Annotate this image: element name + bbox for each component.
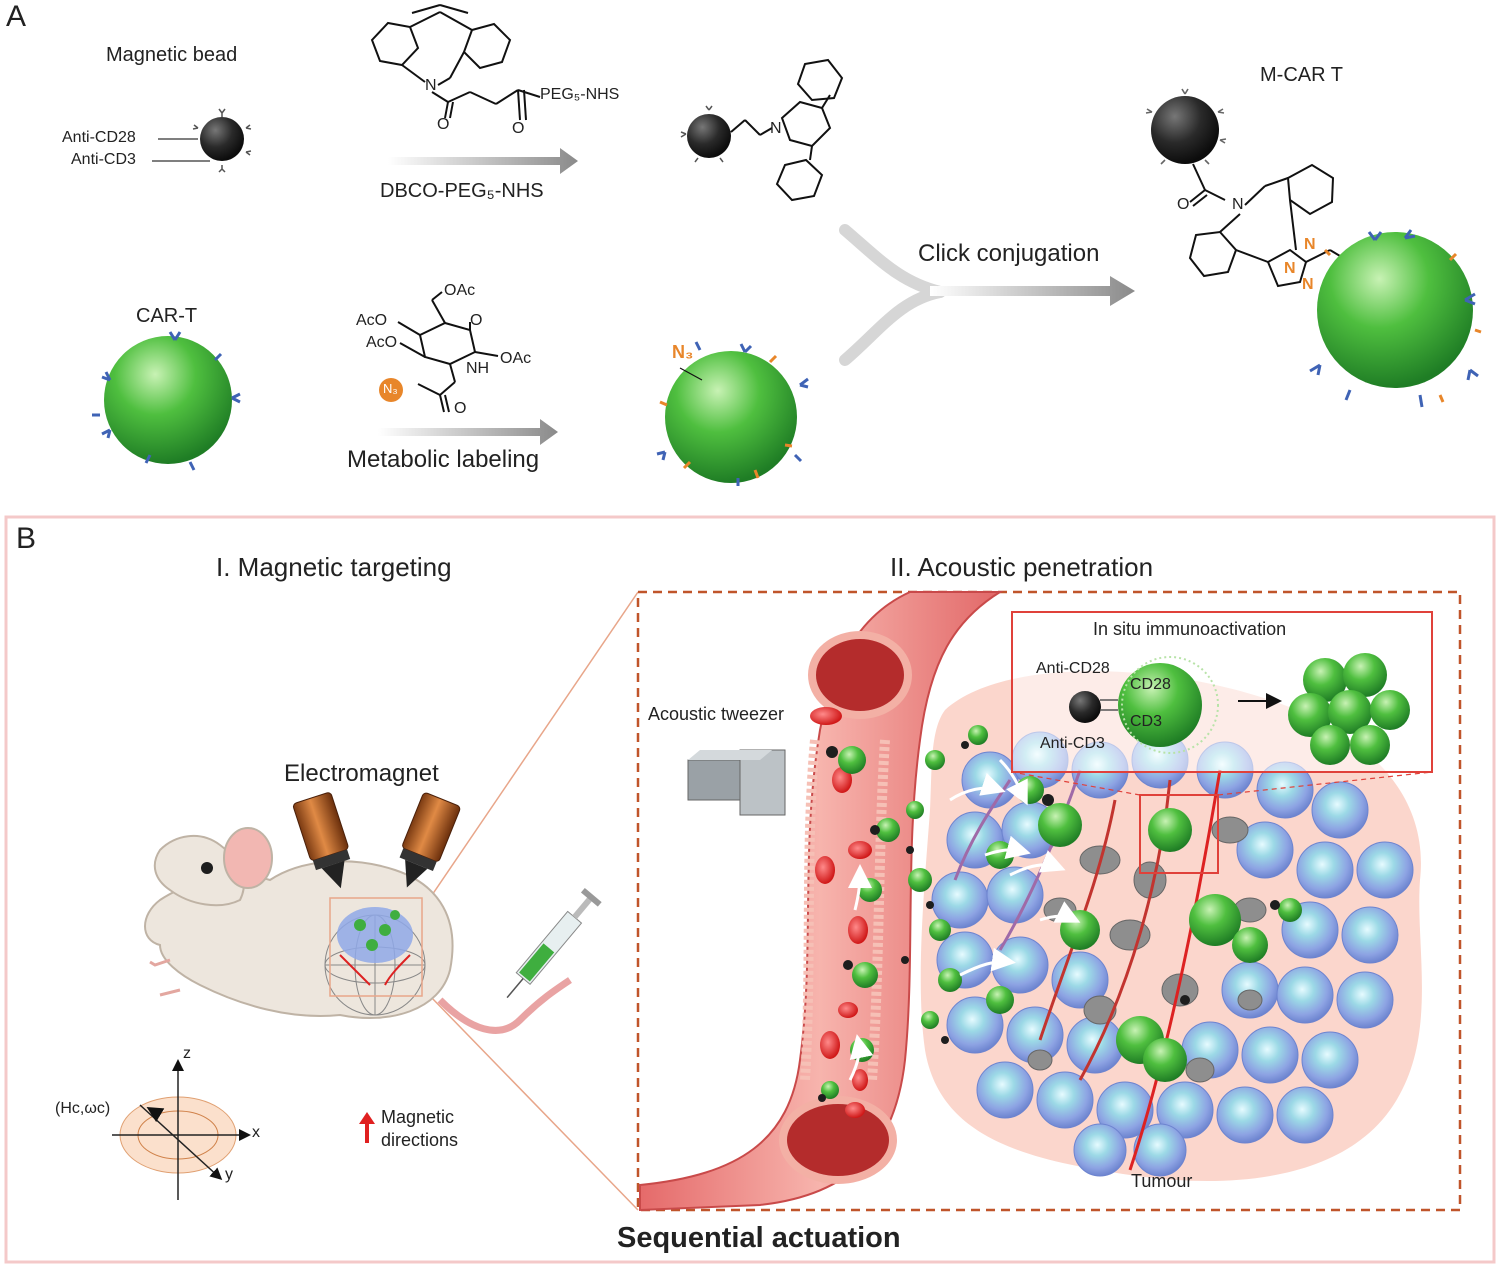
click-merge-arrow xyxy=(839,224,1135,366)
dbco-o-atom-1: O xyxy=(437,116,450,133)
acoustic-penetration-title: II. Acoustic penetration xyxy=(890,552,1154,582)
ac4mannaz-structure-icon xyxy=(397,291,499,413)
bead-dbco-product-icon xyxy=(680,58,844,202)
zoom-line-top xyxy=(429,591,639,899)
inset-cd3-label: CD3 xyxy=(1130,713,1163,730)
sugar-o-amide: O xyxy=(454,400,467,417)
syringe-icon xyxy=(506,887,602,999)
azide-car-t-icon xyxy=(656,341,809,486)
sequential-actuation-title: Sequential actuation xyxy=(617,1222,901,1254)
dbco-n-atom: N xyxy=(425,77,437,94)
dbco-o-atom-2: O xyxy=(512,120,525,137)
panel-b-frame xyxy=(4,515,1496,1264)
zoom-line-bottom xyxy=(429,995,639,1211)
activated-cell-cluster xyxy=(1288,653,1410,765)
reaction-arrow-1 xyxy=(388,148,578,174)
peg-label: PEG₅-NHS xyxy=(540,86,620,103)
metabolic-labeling-label: Metabolic labeling xyxy=(347,446,540,473)
axis-x-label: x xyxy=(252,1124,260,1141)
mouse-illustration xyxy=(144,827,572,1034)
azide-sugar-icon xyxy=(379,378,403,402)
inset-anti-cd3-label: Anti-CD3 xyxy=(1040,735,1105,752)
m-car-t-product-icon xyxy=(1145,88,1482,408)
m-car-t-n-atom: N xyxy=(1232,196,1244,213)
magnetic-direction-arrow-icon xyxy=(359,1112,375,1143)
mouse-zoom-box xyxy=(329,897,423,997)
electromagnet-right-icon xyxy=(399,792,461,888)
triazole-n1: N xyxy=(1284,260,1296,277)
sugar-oac-2: OAc xyxy=(500,350,532,367)
zoom-region-box xyxy=(636,590,1462,1212)
tumour-mass-cluster xyxy=(337,907,413,986)
magnetic-directions-line2: directions xyxy=(381,1130,459,1150)
bead-n-atom: N xyxy=(770,120,782,137)
dbco-structure-icon xyxy=(370,4,541,121)
magnetic-bead-label: Magnetic bead xyxy=(106,44,238,66)
migration-arrows xyxy=(847,758,1081,1081)
triazole-n3: N xyxy=(1304,236,1316,253)
panel-b-letter: B xyxy=(16,522,37,555)
coordinate-axes xyxy=(112,1059,251,1200)
m-car-t-cells xyxy=(818,725,1302,1102)
azide-n3-label: N₃ xyxy=(672,342,694,362)
tumour-label: Tumour xyxy=(1131,1171,1193,1191)
blood-vessel xyxy=(639,591,1004,1212)
anti-cd3-label: Anti-CD3 xyxy=(71,151,136,168)
inset-anti-cd28-label: Anti-CD28 xyxy=(1036,660,1110,677)
electromagnet-label: Electromagnet xyxy=(284,760,439,787)
field-parameter-label: (Hc,ωc) xyxy=(55,1100,111,1117)
dbco-reagent-label: DBCO-PEG₅-NHS xyxy=(380,180,544,202)
inset-bead-and-cell xyxy=(1069,656,1219,754)
axis-z-label: z xyxy=(183,1045,191,1062)
inset-connector-left xyxy=(1011,771,1141,796)
triazole-n2: N xyxy=(1302,276,1314,293)
car-t-cell-icon xyxy=(92,331,241,471)
acoustic-tweezer-device xyxy=(687,749,786,816)
sugar-n3-badge: N₃ xyxy=(383,381,398,396)
axis-y-label: y xyxy=(225,1166,233,1183)
m-car-t-label: M-CAR T xyxy=(1260,64,1343,86)
reaction-arrow-2 xyxy=(378,419,558,445)
sugar-nh: NH xyxy=(466,360,490,377)
in-situ-immunoactivation-label: In situ immunoactivation xyxy=(1093,619,1287,639)
red-blood-cells xyxy=(810,707,872,1118)
magnetic-targeting-title: I. Magnetic targeting xyxy=(216,552,452,582)
electromagnet-left-icon xyxy=(292,792,351,889)
m-car-t-o-atom: O xyxy=(1177,196,1190,213)
magnetic-bead-icon xyxy=(192,108,252,173)
car-t-label: CAR-T xyxy=(136,305,198,327)
panel-a-letter: A xyxy=(6,0,27,33)
acoustic-tweezer-label: Acoustic tweezer xyxy=(648,704,785,724)
sugar-aco-2: AcO xyxy=(366,334,398,351)
magnetic-directions-line1: Magnetic xyxy=(381,1107,455,1127)
inset-source-box xyxy=(1139,794,1219,874)
anti-cd28-label: Anti-CD28 xyxy=(62,129,136,146)
click-conjugation-label: Click conjugation xyxy=(918,240,1100,267)
inset-cd28-label: CD28 xyxy=(1130,676,1171,693)
sugar-aco-1: AcO xyxy=(356,312,388,329)
sugar-oac-1: OAc xyxy=(444,282,476,299)
sugar-o-ring: O xyxy=(470,312,483,329)
